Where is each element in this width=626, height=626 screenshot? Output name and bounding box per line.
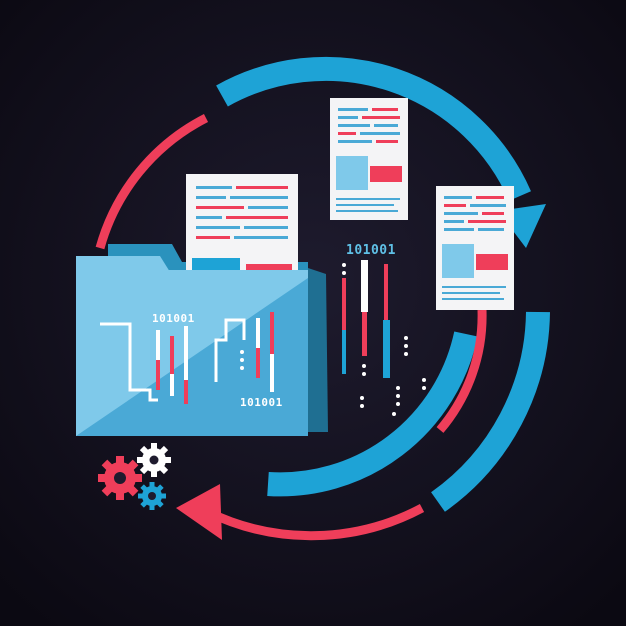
circuit-icon: 101001 xyxy=(342,243,426,416)
document-icon xyxy=(330,98,408,220)
bottom-red-arc xyxy=(206,504,425,541)
folder-side xyxy=(308,268,328,432)
folder-binary-top: 101001 xyxy=(152,312,195,325)
gear-icon xyxy=(98,456,142,500)
inner-red-arc-right xyxy=(436,309,487,433)
inner-blue-arc xyxy=(267,331,478,497)
folder-shadow xyxy=(76,278,308,436)
gear-icon xyxy=(137,443,171,477)
document-icon xyxy=(436,186,514,310)
folder-icon: 101001 101001 xyxy=(76,174,328,436)
document-image xyxy=(336,156,368,190)
column-binary-label: 101001 xyxy=(346,243,396,258)
outer-blue-arc xyxy=(216,56,531,201)
folder-circuit-line xyxy=(214,318,246,382)
circular-arrows-icon xyxy=(95,56,550,541)
gear-icon xyxy=(138,482,166,510)
bottom-red-arrowhead xyxy=(176,484,222,540)
outer-blue-arc-right xyxy=(431,311,550,512)
outer-red-arc-left xyxy=(95,113,209,250)
document-highlight xyxy=(370,166,402,182)
document-highlight xyxy=(476,254,508,270)
folder-tab xyxy=(76,256,170,272)
folder-binary-bottom: 101001 xyxy=(240,396,283,409)
document-image xyxy=(442,244,474,278)
folder-circuit-line xyxy=(100,322,158,402)
document-icon xyxy=(186,174,298,286)
